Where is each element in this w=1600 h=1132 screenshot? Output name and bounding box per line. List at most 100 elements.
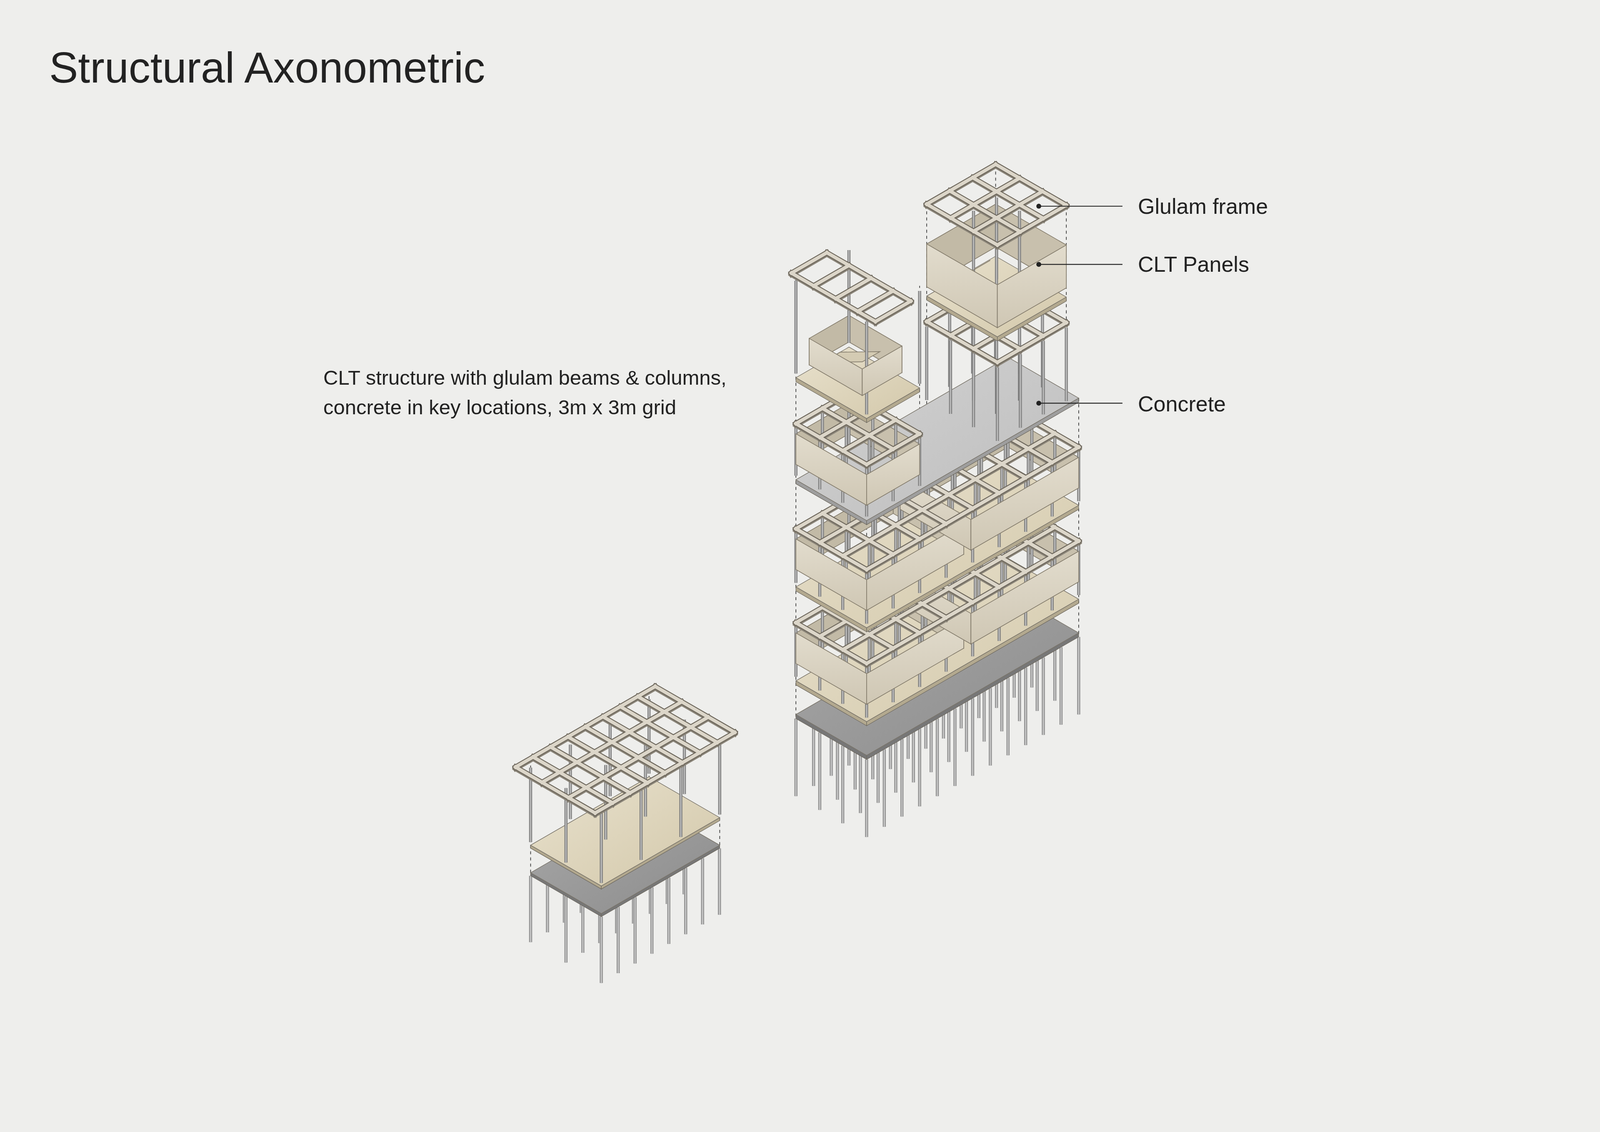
glulam-beam	[791, 272, 876, 322]
pile	[954, 708, 956, 786]
glulam-beam	[791, 272, 876, 322]
pile	[1059, 647, 1063, 725]
clt-panel	[997, 245, 1067, 328]
glulam-column	[996, 367, 998, 441]
pile	[819, 732, 821, 810]
alignment-line	[1078, 397, 1080, 658]
glulam-column	[599, 808, 603, 883]
glulam-beam	[875, 300, 911, 322]
glulam-beam	[655, 686, 735, 733]
glulam-beam	[835, 277, 872, 299]
glulam-beam	[542, 701, 682, 783]
glulam-beam	[791, 252, 828, 273]
glulam-column	[1065, 327, 1068, 401]
glulam-beam	[972, 177, 1044, 219]
pile	[818, 732, 822, 810]
glulam-column	[925, 326, 928, 400]
pile	[936, 718, 938, 796]
glulam-column	[995, 367, 999, 441]
callout-label: Glulam frame	[1137, 191, 1268, 221]
glulam-column	[718, 740, 722, 815]
pile	[1060, 647, 1062, 725]
glulam-beam	[835, 277, 872, 299]
pile	[901, 738, 903, 817]
pile	[883, 749, 885, 827]
glulam-beam	[949, 190, 1021, 232]
glulam-beam	[637, 696, 718, 743]
pile	[599, 916, 603, 983]
pile	[1006, 677, 1010, 755]
callout-label: Concrete	[1137, 389, 1226, 419]
pile	[633, 896, 637, 963]
pile	[1041, 657, 1045, 735]
pile	[971, 697, 975, 776]
pile	[794, 718, 798, 796]
glulam-column	[640, 785, 642, 860]
pile	[718, 848, 720, 915]
pile	[717, 848, 721, 915]
pile	[865, 759, 868, 837]
pile	[918, 728, 920, 807]
design-note: CLT structure with glulam beams & column…	[323, 362, 778, 423]
pile	[953, 708, 957, 786]
pile	[684, 867, 688, 934]
pile	[650, 887, 654, 954]
pile	[701, 857, 705, 925]
pile	[565, 895, 567, 963]
pile	[842, 745, 844, 823]
glulam-column	[794, 280, 798, 374]
glulam-beam	[795, 622, 867, 664]
glulam-beam	[857, 290, 894, 312]
structure-drawing	[515, 164, 1079, 983]
pile	[1077, 636, 1080, 715]
pile	[795, 718, 797, 796]
glulam-beam	[926, 204, 998, 245]
clt-panel	[926, 243, 998, 328]
pile	[989, 687, 991, 766]
glulam-beam	[826, 252, 911, 301]
leader-dot	[1036, 400, 1042, 406]
glulam-column	[639, 785, 643, 860]
glulam-beam	[568, 716, 709, 798]
glulam-beam	[795, 423, 867, 465]
pile	[935, 718, 939, 796]
glulam-beam	[791, 252, 828, 273]
glulam-column	[925, 326, 928, 400]
pile	[667, 877, 670, 944]
leader-dot	[1036, 203, 1042, 209]
glulam-column	[679, 762, 683, 837]
glulam-column	[949, 340, 953, 414]
pile	[529, 875, 533, 942]
pile	[651, 887, 653, 954]
clt-panel	[862, 345, 902, 396]
page-title: Structural Axonometric	[49, 41, 485, 94]
pile	[600, 916, 602, 983]
glulam-column	[1018, 354, 1022, 428]
glulam-beam	[567, 736, 648, 783]
pile	[701, 857, 703, 925]
pile	[865, 759, 868, 837]
pile	[617, 906, 619, 973]
callout-label: CLT Panels	[1137, 249, 1250, 279]
glulam-column	[950, 340, 952, 414]
glulam-column	[972, 353, 975, 428]
pile	[564, 895, 568, 963]
glulam-beam	[857, 290, 894, 312]
pile	[1025, 667, 1027, 745]
pile	[1024, 667, 1028, 745]
clt-panel	[809, 338, 863, 396]
pile	[1007, 677, 1009, 755]
pile	[1077, 636, 1080, 715]
pile	[972, 697, 974, 776]
leader-lines	[1036, 203, 1123, 406]
glulam-beam	[532, 756, 613, 803]
glulam-beam	[826, 252, 911, 301]
pile	[667, 877, 670, 944]
glulam-beam	[813, 265, 850, 286]
glulam-beam	[515, 766, 595, 813]
glulam-column	[719, 740, 721, 815]
leader-line	[1038, 263, 1123, 265]
alignment-line	[1065, 205, 1067, 405]
